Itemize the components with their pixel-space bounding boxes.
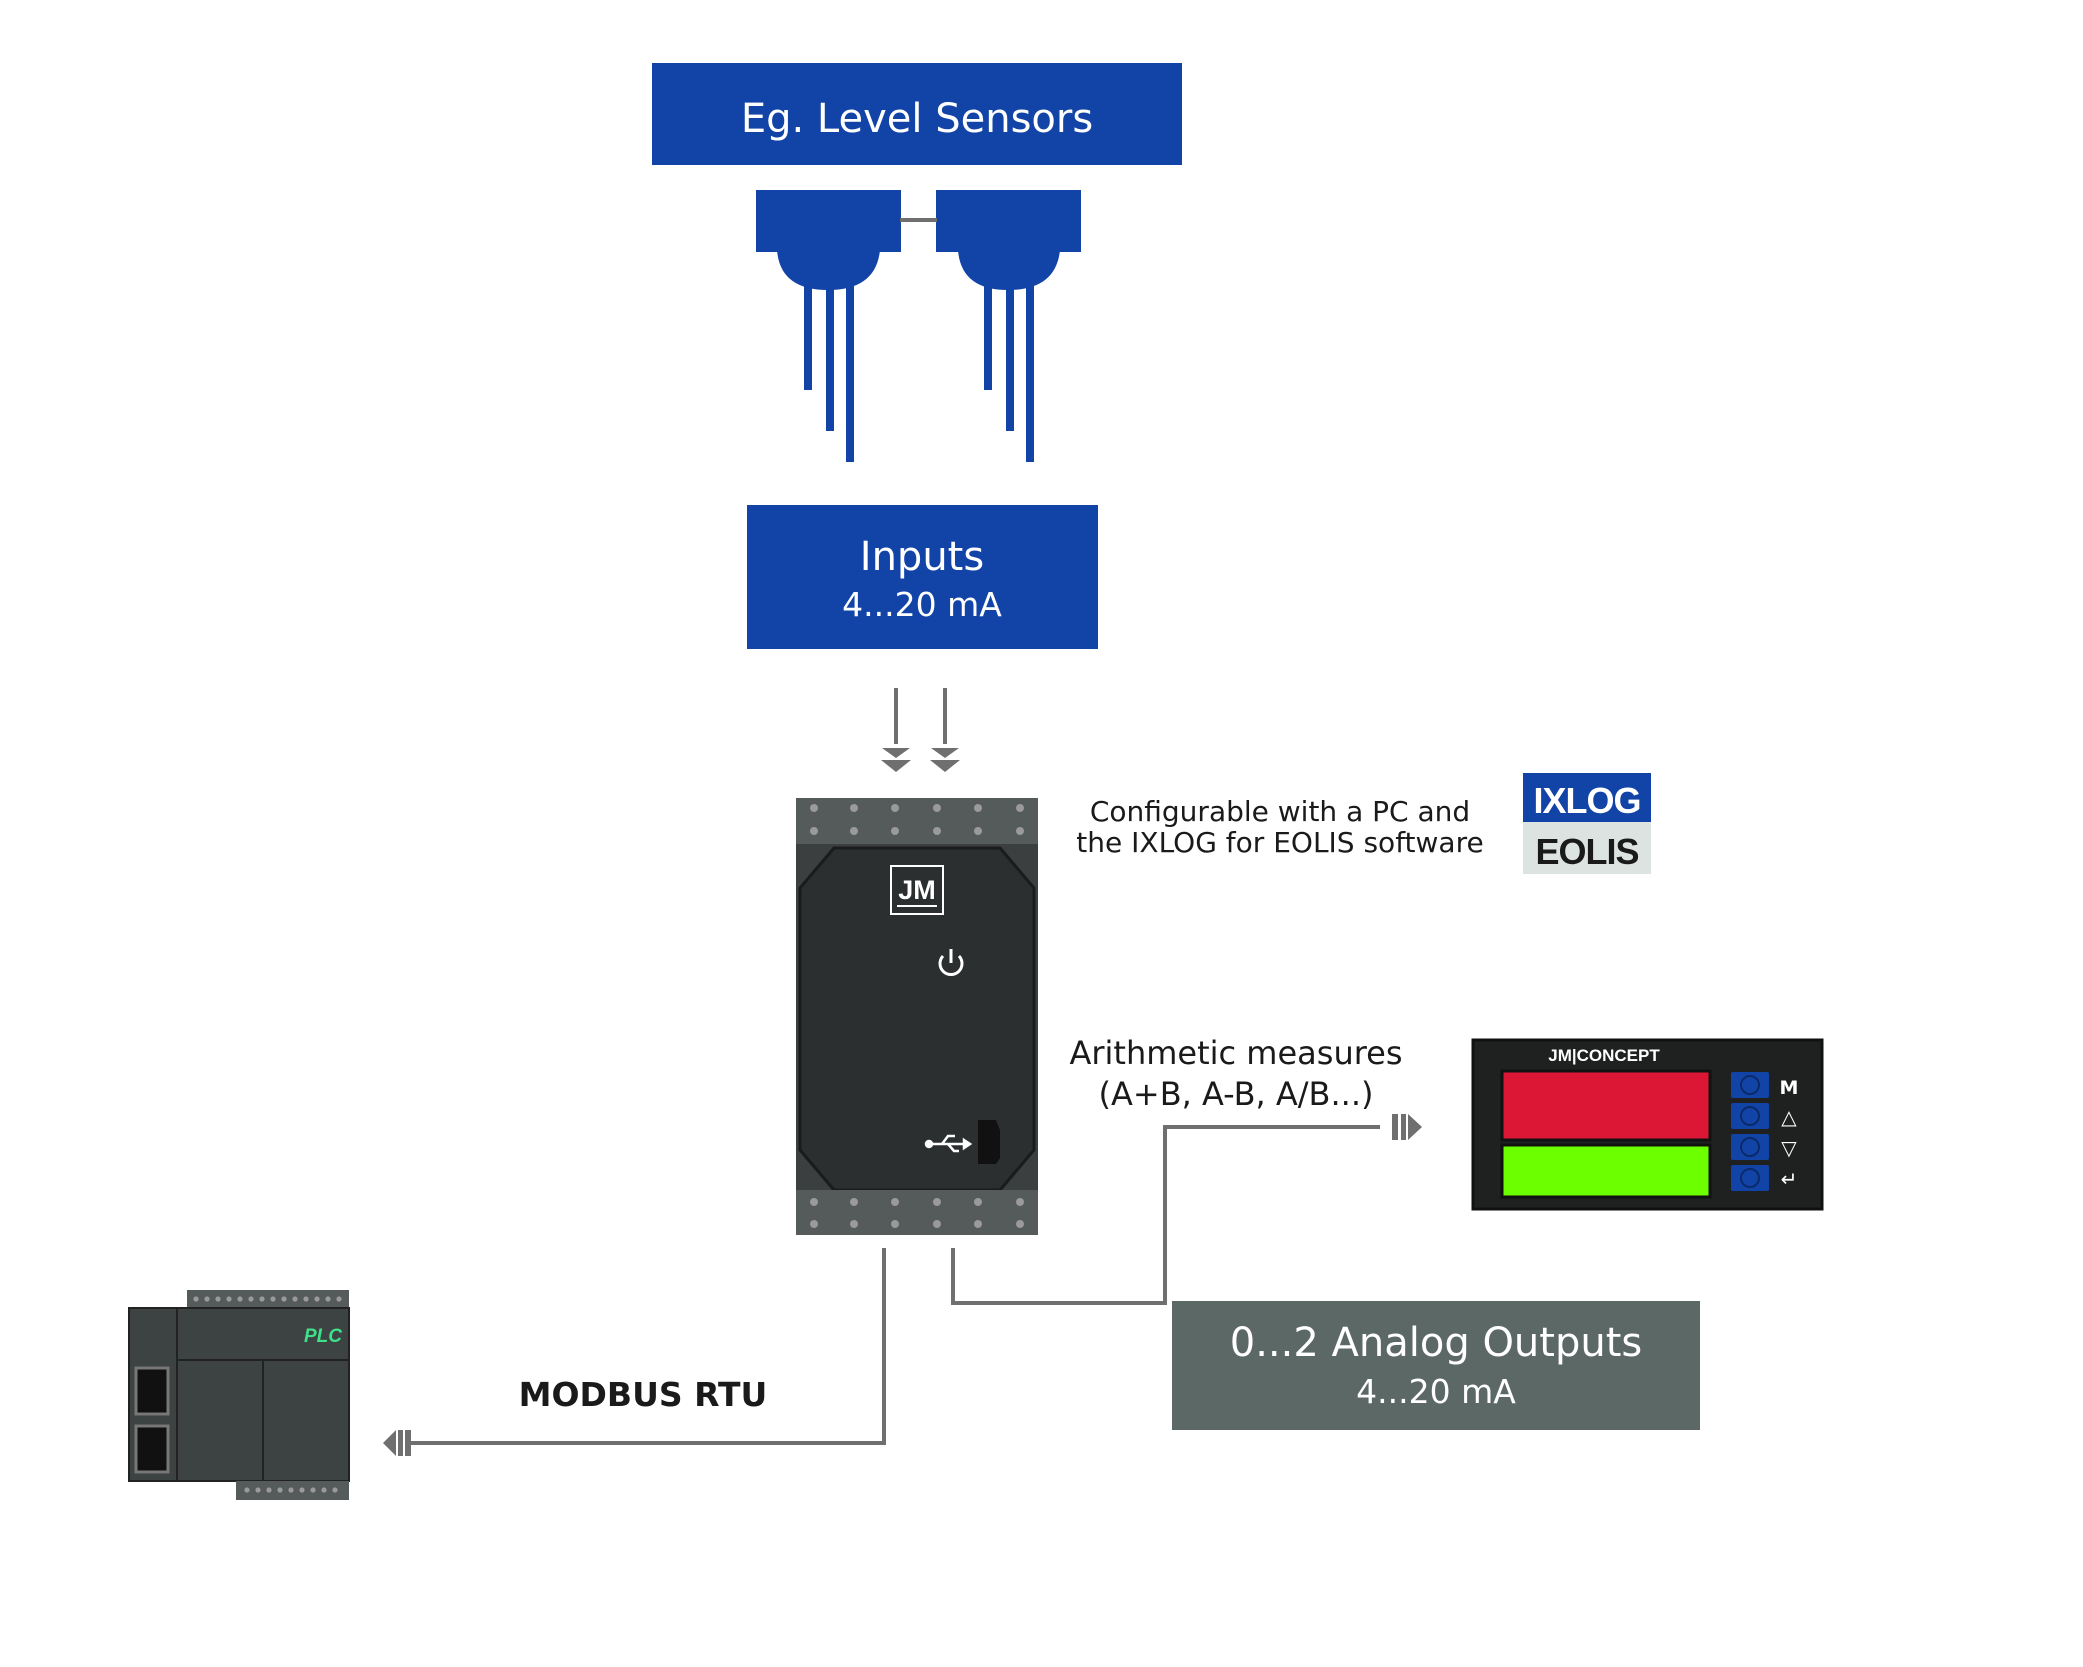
top-terminal-studs — [810, 804, 1024, 835]
arithmetic-line-1: Arithmetic measures — [1069, 1034, 1402, 1072]
down-icon: ▽ — [1781, 1136, 1797, 1160]
display-brand: JM|CONCEPT — [1548, 1046, 1660, 1065]
display-button-down — [1731, 1134, 1769, 1160]
up-icon: △ — [1781, 1105, 1797, 1129]
plc-device: PLC — [128, 1290, 350, 1500]
display-button-enter — [1731, 1165, 1769, 1191]
power-icon — [938, 949, 964, 976]
display-button-up — [1731, 1103, 1769, 1129]
usb-icon — [924, 1134, 973, 1153]
plc-label: PLC — [304, 1326, 342, 1347]
arithmetic-line-2: (A+B, A-B, A/B...) — [1099, 1075, 1374, 1113]
display-green-screen — [1500, 1143, 1712, 1199]
enter-icon: ↵ — [1781, 1167, 1798, 1191]
jm-logo: JM — [898, 875, 936, 905]
level-sensors-box: Eg. Level Sensors — [652, 63, 1182, 165]
level-sensor-icon — [756, 190, 1081, 462]
config-line-1: Configurable with a PC and — [1090, 795, 1470, 828]
display-red-screen — [1500, 1069, 1712, 1142]
button-m-label: M — [1780, 1077, 1799, 1099]
ixlog-logo-text: IXLOG — [1533, 780, 1640, 821]
usb-port — [978, 1120, 1000, 1164]
analog-outputs-box: 0...2 Analog Outputs 4...20 mA — [1172, 1301, 1700, 1430]
analog-output-wire — [951, 1125, 1380, 1305]
level-sensors-title: Eg. Level Sensors — [741, 96, 1093, 142]
eolis-logo-text: EOLIS — [1535, 831, 1638, 872]
arrow-to-display — [1392, 1114, 1422, 1140]
config-line-2: the IXLOG for EOLIS software — [1076, 826, 1483, 859]
modbus-label: MODBUS RTU — [519, 1375, 768, 1414]
inputs-range: 4...20 mA — [842, 585, 1002, 624]
display-panel: JM|CONCEPT M △ ▽ ↵ — [1471, 1038, 1824, 1211]
ixlog-eolis-logo: IXLOG EOLIS — [1523, 773, 1651, 874]
arrow-to-plc — [383, 1430, 411, 1456]
bottom-terminal-studs — [810, 1198, 1024, 1228]
jm-logo-frame — [890, 865, 944, 915]
inputs-box: Inputs 4...20 mA — [747, 505, 1098, 649]
main-module: JM — [796, 798, 1038, 1235]
analog-outputs-range: 4...20 mA — [1356, 1372, 1516, 1411]
input-arrows — [881, 688, 960, 772]
display-button-m — [1731, 1072, 1769, 1098]
top-terminal-strip — [796, 798, 1038, 844]
analog-outputs-title: 0...2 Analog Outputs — [1230, 1320, 1642, 1366]
bottom-terminal-strip — [796, 1190, 1038, 1235]
inputs-title: Inputs — [860, 534, 984, 580]
modbus-wire — [410, 1248, 886, 1445]
